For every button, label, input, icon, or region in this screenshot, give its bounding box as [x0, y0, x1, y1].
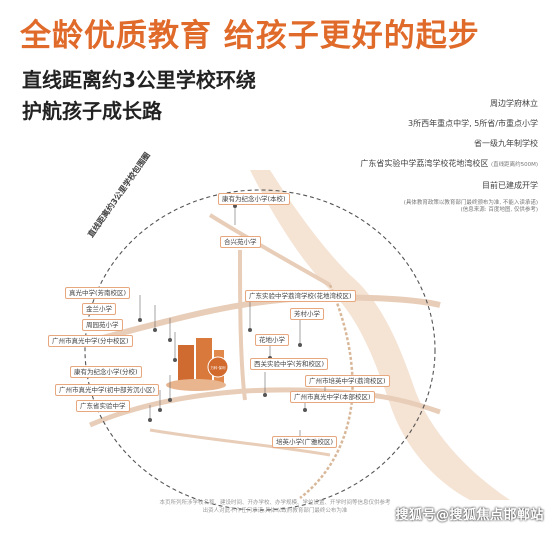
school-tag: 康有为纪念小学(本校) [218, 193, 290, 205]
road-vertical [238, 249, 247, 401]
subtitle-line-1: 直线距离约3公里学校环绕 [22, 68, 256, 92]
school-tag: 广州市培英中学(荔湾校区) [305, 375, 390, 387]
school-tag: 合兴苑小学 [220, 236, 261, 248]
school-tag: 花地小学 [255, 334, 289, 346]
watermark: 搜狐号@搜狐焦点邯郸站 [395, 508, 544, 523]
school-tag: 广东省实验中学 [76, 400, 130, 412]
school-tag: 西关实验中学(芳和校区) [250, 358, 329, 370]
fact-source: (信息来源: 百度地图, 仅供参考) [460, 207, 538, 213]
school-tag: 培英小学(广雅校区) [272, 436, 338, 448]
subtitle-line-2: 护航孩子成长路 [22, 99, 162, 123]
svg-text:万科·保利: 万科·保利 [210, 365, 226, 370]
school-tag: 周园苑小学 [82, 319, 123, 331]
footnote: 本页所列所涉学校名称、建设时间、开办学校、办学规模、学位设置、开学时间等信息仅供… [0, 499, 550, 515]
river-shape [250, 170, 510, 500]
road-south-arc [89, 387, 441, 428]
school-tag: 广州市真光中学(本部校区) [290, 391, 375, 403]
footnote-line: 出资人对此不作任何承诺,具体以政府教育部门最终公布为准 [202, 508, 348, 514]
school-tag: 康有为纪念小学(分校) [70, 366, 142, 378]
fact-line: 3所西年重点中学, 5所省/市重点小学 [408, 119, 538, 128]
road-north-diag [208, 213, 331, 287]
fact-line: 周边学府林立 [490, 99, 538, 108]
road-lower [149, 428, 331, 457]
school-tag: 广东实验中学荔湾学校(花地湾校区) [245, 290, 356, 302]
fact-disclaimer: (具体教育政策以教育部门最终颁布为准, 不能入读承诺) [403, 200, 538, 206]
school-tag: 金兰小学 [82, 303, 116, 315]
fact-line-main: 广东省实验中学荔湾学校花地湾校区 [360, 159, 489, 168]
school-tag: 芳村小学 [290, 308, 324, 320]
ring-3km [84, 189, 436, 511]
page-subtitle: 直线距离约3公里学校环绕 护航孩子成长路 [22, 65, 282, 127]
road-rail [299, 284, 354, 499]
footnote-line: 本页所列所涉学校名称、建设时间、开办学校、办学规模、学位设置、开学时间等信息仅供… [159, 500, 391, 506]
school-tag: 真光中学(芳南校区) [65, 287, 131, 299]
fact-line: 目前已建成开学 [482, 181, 538, 190]
fact-line: 广东省实验中学荔湾学校花地湾校区 (直线距离约500M) [268, 158, 538, 171]
page-headline: 全龄优质教育 给孩子更好的起步 [20, 18, 480, 54]
school-tag: 广州市真光中学(初中部芳沉小区) [55, 384, 160, 396]
ring-label: 直线距离约3公里学校包围圈 [85, 150, 151, 239]
school-tag: 广州市真光中学(分中校区) [48, 335, 133, 347]
fact-distance: (直线距离约500M) [490, 162, 538, 168]
faded-watermark: 广州小华政启 [420, 510, 486, 523]
fact-list: 周边学府林立 3所西年重点中学, 5所省/市重点小学 省一级九年制学校 广东省实… [268, 98, 538, 223]
fact-line: 省一级九年制学校 [474, 139, 538, 148]
project-buildings: 万科·保利 [166, 338, 229, 391]
